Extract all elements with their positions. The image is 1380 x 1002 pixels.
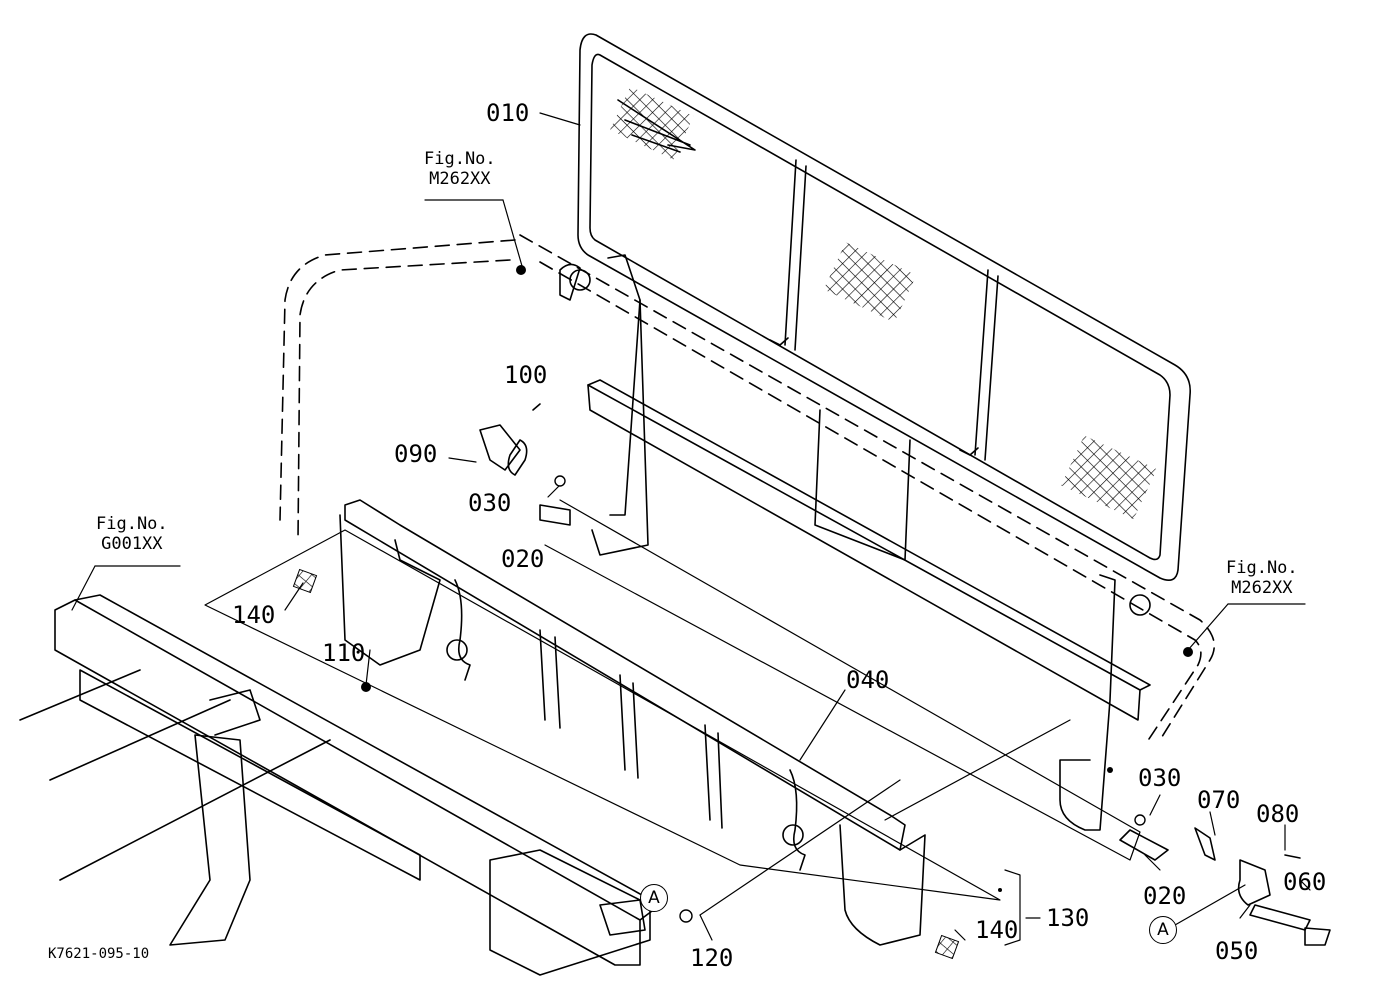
callout-050: 050 [1215,937,1259,965]
callout-080: 080 [1256,800,1300,828]
figure-ref-right: Fig.No. M262XX [1226,558,1298,598]
callout-020-right: 020 [1143,882,1187,910]
figure-ref-left-line2: G001XX [101,533,163,554]
callout-040: 040 [846,666,890,694]
figure-ref-top-line1: Fig.No. [424,149,496,169]
callout-020-left: 020 [501,545,545,573]
latch-hardware-right [1119,827,1331,946]
hinge-bracket-090 [479,403,571,526]
figure-ref-left: Fig.No. G001XX [96,514,168,554]
figure-ref-left-line1: Fig.No. [96,514,168,534]
callout-140-left: 140 [232,601,276,629]
callout-140-right: 140 [975,916,1019,944]
detail-marker-a-left: A [640,884,668,912]
callout-090: 090 [394,440,438,468]
figure-ref-top-line2: M262XX [429,168,491,189]
callout-120: 120 [690,944,734,972]
cab-outline [279,234,1216,746]
backrest-frame-010 [577,33,1192,581]
callout-010: 010 [486,99,530,127]
figure-ref-top: Fig.No. M262XX [424,149,496,189]
filled-part-marks [292,265,1193,960]
callout-130: 130 [1046,904,1090,932]
callout-110: 110 [322,639,366,667]
callout-100: 100 [504,361,548,389]
bed-frame-left [19,594,661,976]
detail-marker-a-right: A [1149,916,1177,944]
callout-070: 070 [1197,786,1241,814]
leader-lines [71,112,1311,946]
callout-060: 060 [1283,868,1327,896]
callout-030-left: 030 [468,489,512,517]
callout-030-right: 030 [1138,764,1182,792]
figure-ref-right-line1: Fig.No. [1226,558,1298,578]
seat-support-rail [559,254,1151,831]
drawing-code: K7621-095-10 [48,946,150,962]
figure-ref-right-line2: M262XX [1231,577,1293,598]
